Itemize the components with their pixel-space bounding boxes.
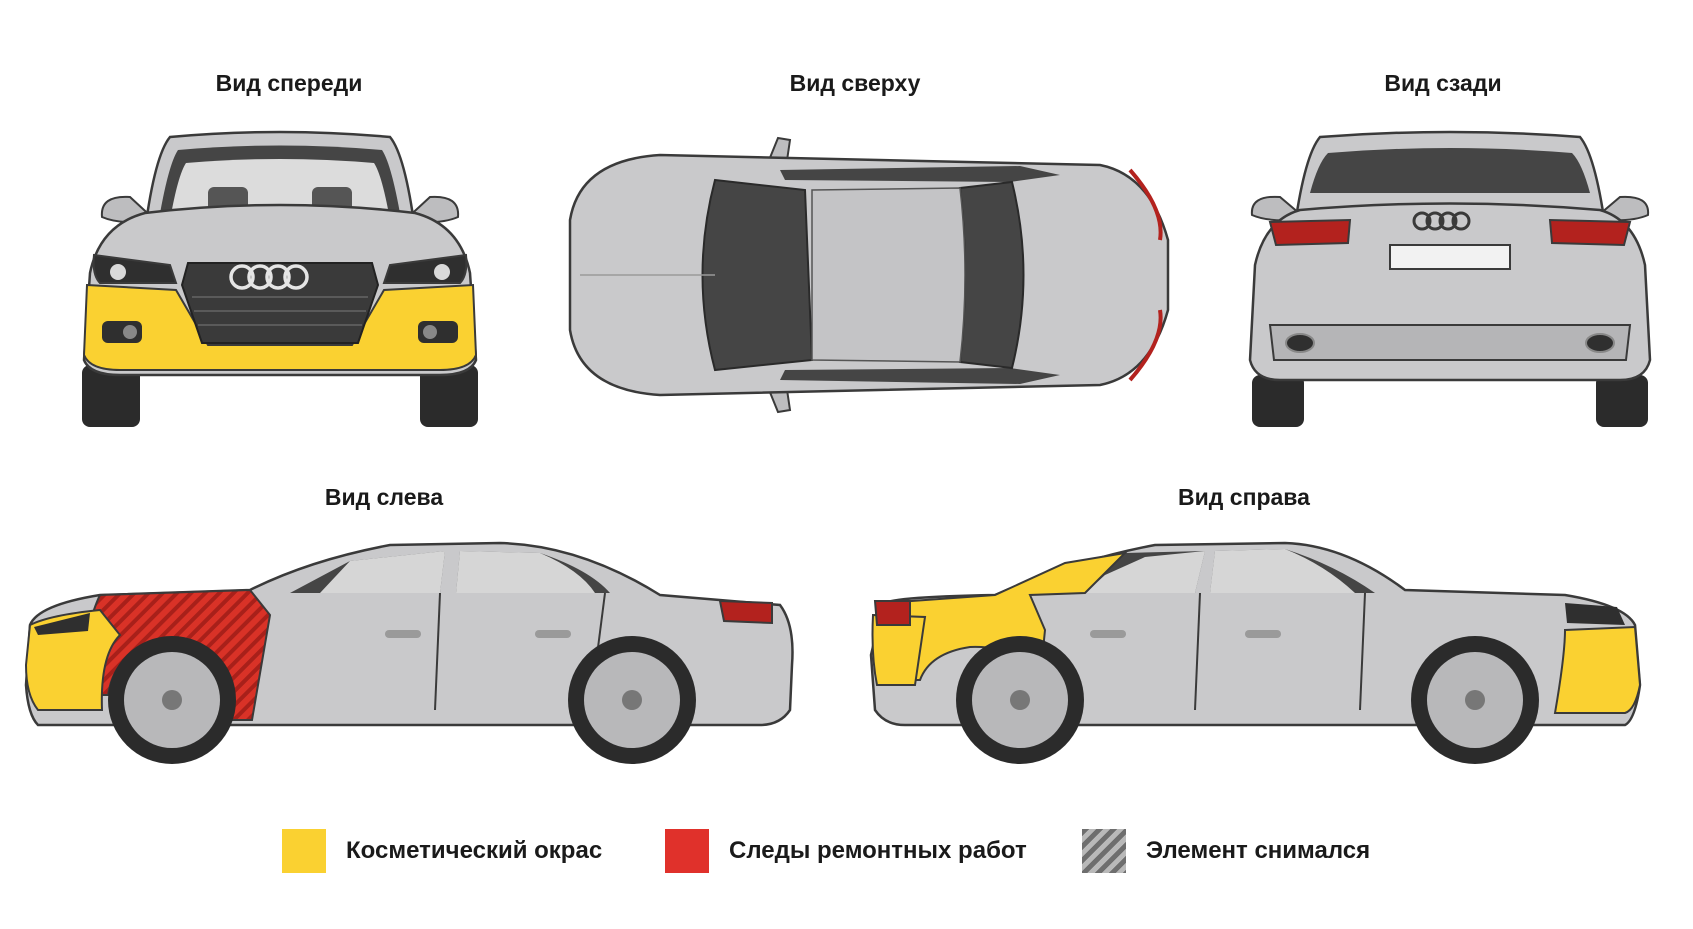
top-rear-glass-icon: [958, 180, 1025, 370]
cosmetic-swatch-icon: [282, 829, 326, 873]
rear-right-tire: [1596, 375, 1648, 427]
right-exhaust-icon: [1585, 333, 1615, 353]
legend-label: Косметический окрас: [346, 837, 603, 864]
grille-icon: [180, 262, 380, 344]
top-view-diagram: [568, 136, 1170, 414]
rings-logo-icon: [229, 264, 309, 290]
right-rear-wheel-icon: [956, 636, 1084, 764]
legend-item-repair: Следы ремонтных работ: [665, 829, 1027, 873]
right-front-wheel-icon: [1411, 636, 1539, 764]
legend-item-removed: Элемент снимался: [1082, 829, 1370, 873]
rear-rings-logo-icon: [1412, 211, 1471, 231]
front-view-diagram: [82, 130, 478, 427]
rear-view-title: Вид сзади: [1384, 70, 1502, 96]
top-roof: [811, 187, 966, 363]
legend-label: Следы ремонтных работ: [729, 837, 1027, 864]
left-rear-wheel-icon: [568, 636, 696, 764]
front-bumper-cosmetic: [82, 283, 478, 371]
legend-label: Элемент снимался: [1146, 837, 1371, 864]
right-rear-bumper-cosmetic: [871, 613, 927, 686]
rear-view-diagram: [1248, 130, 1652, 427]
right-taillight-icon: [1548, 218, 1632, 247]
front-left-tire: [82, 365, 140, 427]
left-taillight-icon: [1268, 218, 1352, 247]
removed-swatch-icon: [1082, 829, 1126, 873]
left-view-diagram: [24, 541, 794, 764]
top-side-window-right: [780, 368, 1060, 384]
right-front-bumper-cosmetic: [1553, 625, 1642, 714]
top-view-title: Вид сверху: [789, 70, 921, 96]
left-front-bumper-cosmetic: [24, 608, 122, 711]
top-side-window-left: [780, 166, 1060, 182]
license-plate: [1389, 244, 1511, 270]
legend-item-cosmetic: Косметический окрас: [282, 829, 602, 873]
repair-swatch-icon: [665, 829, 709, 873]
left-exhaust-icon: [1285, 333, 1315, 353]
rear-left-tire: [1252, 375, 1304, 427]
front-right-tire: [420, 365, 478, 427]
rear-window-icon: [1310, 148, 1590, 193]
right-view-title: Вид справа: [1178, 484, 1310, 510]
front-view-title: Вид спереди: [215, 70, 363, 96]
left-view-title: Вид слева: [324, 484, 444, 510]
top-windshield-icon: [701, 178, 814, 372]
right-view-diagram: [869, 541, 1642, 764]
left-front-wheel-icon: [108, 636, 236, 764]
